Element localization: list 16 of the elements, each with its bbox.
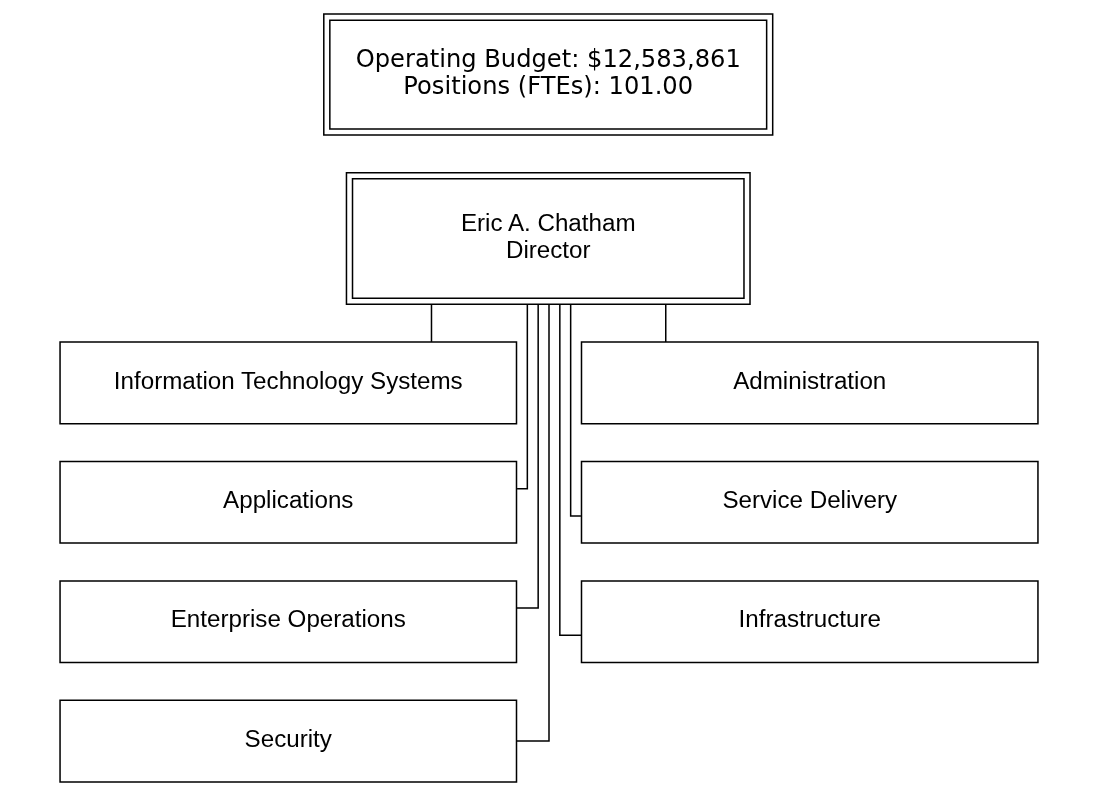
connector (558, 303, 582, 637)
node-box: Administration (580, 341, 1039, 425)
node-box: Eric A. Chatham Director (345, 172, 751, 306)
connector (515, 303, 539, 609)
node-box: Enterprise Operations (58, 580, 517, 664)
connector (515, 304, 528, 490)
node-box: Operating Budget: $12,583,861 Positions (FTEs): 101.00 (322, 13, 773, 136)
node-box: Infrastructure (580, 580, 1039, 664)
connector (569, 304, 582, 517)
connector (515, 304, 550, 742)
node-box: Security (58, 699, 517, 783)
connector (664, 303, 666, 343)
node-box: Applications (58, 460, 517, 544)
connector (430, 303, 432, 343)
node-box: Service Delivery (580, 460, 1039, 544)
node-box: Information Technology Systems (58, 341, 517, 425)
